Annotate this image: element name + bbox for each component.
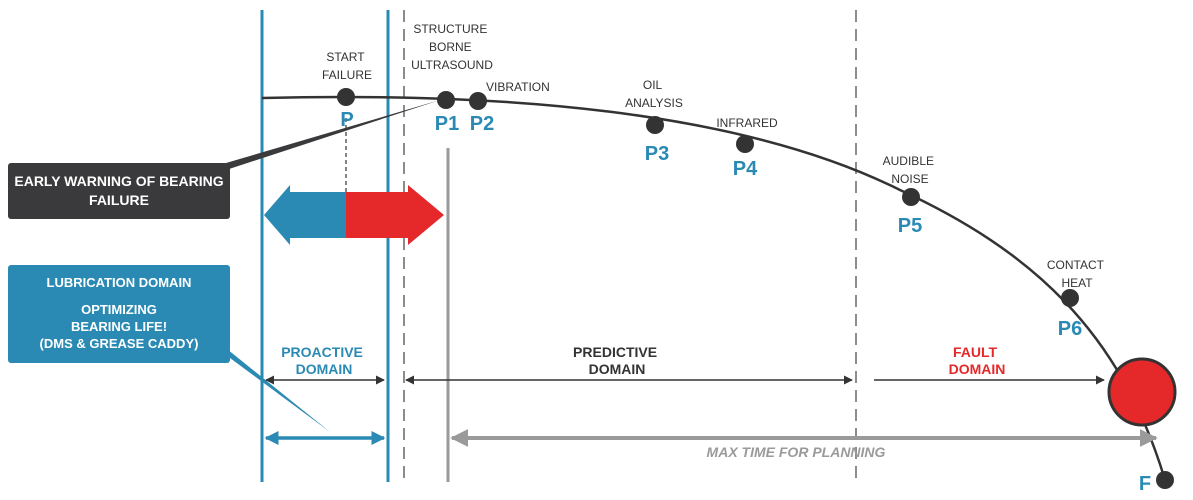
proactive-domain-label: PROACTIVE DOMAIN: [281, 344, 367, 377]
lubrication-body-line-1: OPTIMIZING: [81, 302, 157, 317]
max-time-for-planning-label: MAX TIME FOR PLANNING: [707, 444, 886, 460]
point-p2-id: P2: [470, 113, 494, 135]
early-warning-line-1: EARLY WARNING OF: [14, 173, 156, 189]
point-p6-id: P6: [1058, 318, 1082, 340]
lubrication-body-line-3: (DMS & GREASE CADDY): [39, 336, 199, 351]
fault-failure-circle: [1107, 357, 1177, 427]
point-p-label: START FAILURE: [322, 50, 372, 82]
early-warning-red-arrow: [346, 185, 444, 245]
early-warning-line-2: BEARING FAILURE: [89, 173, 224, 208]
point-p5-label: AUDIBLE NOISE: [883, 154, 938, 186]
point-f-dot: [1156, 471, 1174, 489]
point-p6-label: CONTACT HEAT: [1047, 258, 1107, 290]
point-p4-label: INFRARED: [716, 116, 778, 130]
point-p-dot: [337, 88, 355, 106]
point-p2-label: VIBRATION: [486, 80, 550, 94]
point-p5-dot: [902, 188, 920, 206]
point-p1-dot: [437, 91, 455, 109]
lubrication-domain-title: LUBRICATION DOMAIN: [46, 275, 192, 290]
predictive-domain-label: PREDICTIVE DOMAIN: [573, 344, 661, 377]
lubrication-domain-callout: LUBRICATION DOMAIN OPTIMIZING BEARING LI…: [8, 265, 230, 363]
point-p-id: P: [340, 109, 353, 131]
early-warning-callout: EARLY WARNING OF BEARING FAILURE: [8, 163, 230, 219]
point-p3-id: P3: [645, 143, 669, 165]
lubrication-pointer: [222, 345, 330, 432]
point-f-id: F: [1139, 473, 1151, 495]
point-p1-id: P1: [435, 113, 459, 135]
early-warning-pointer: [226, 100, 440, 170]
pf-curve: [261, 95, 1167, 481]
fault-domain-label: FAULT DOMAIN: [949, 344, 1006, 377]
point-p2-dot: [469, 92, 487, 110]
point-p3-label: OIL ANALYSIS: [625, 78, 683, 110]
point-p1-label: STRUCTURE BORNE ULTRASOUND: [411, 22, 493, 72]
point-p6-dot: [1061, 289, 1079, 307]
point-p3-dot: [646, 116, 664, 134]
early-warning-blue-arrow: [264, 185, 346, 245]
lubrication-body-line-2: BEARING LIFE!: [70, 319, 168, 334]
point-p5-id: P5: [898, 215, 922, 237]
point-p4-dot: [736, 135, 754, 153]
point-p4-id: P4: [733, 158, 758, 180]
